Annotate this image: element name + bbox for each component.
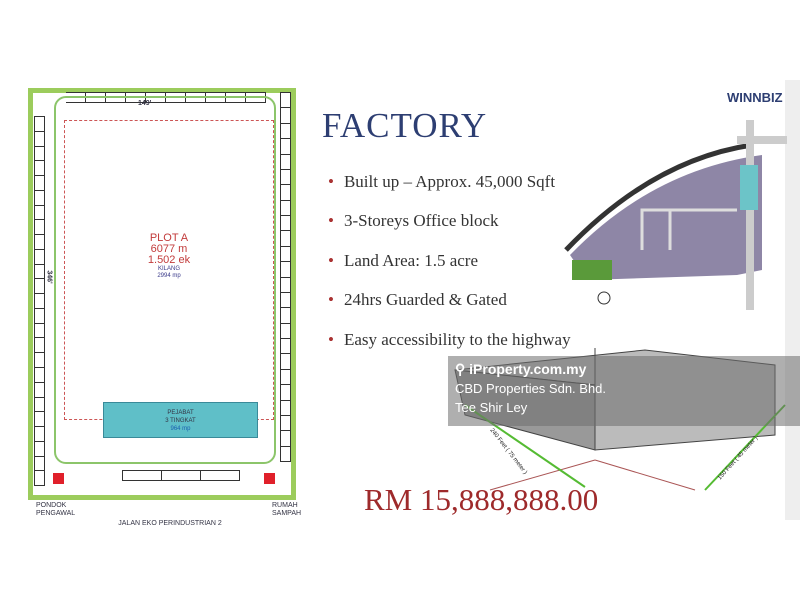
office-floors: 3 TINGKAT	[165, 418, 196, 424]
length-dimension: 346'	[45, 270, 53, 284]
guardhouse-marker	[53, 473, 64, 484]
guardhouse-label: PONDOK PENGAWAL	[36, 502, 76, 517]
township-map	[564, 120, 787, 310]
factory-building: PLOT A 6077 m 1.502 ek KILANG 2994 mp	[64, 120, 274, 420]
land-parcels	[570, 155, 762, 280]
bullet-item: •3-Storeys Office block	[328, 211, 499, 230]
bullet-item: •Easy accessibility to the highway	[328, 330, 571, 349]
location-pin-icon: ⚲	[455, 361, 466, 377]
plot-area-ek: 1.502 ek	[147, 254, 191, 266]
kilang-label: KILANG	[157, 266, 180, 272]
watermark-agent: Tee Shir Ley	[455, 400, 528, 415]
watermark: ⚲ iProperty.com.my CBD Properties Sdn. B…	[448, 356, 800, 426]
brand-logo: WINNBIZ	[727, 90, 783, 105]
width-dimension: 149'	[138, 100, 152, 107]
watermark-agency: CBD Properties Sdn. Bhd.	[455, 381, 607, 396]
office-block: PEJABAT 3 TINGKAT 964 mp	[103, 402, 258, 438]
refuse-label: RUMAH SAMPAH	[272, 502, 302, 517]
page-title: FACTORY	[322, 106, 488, 145]
parking-col-right	[280, 92, 291, 462]
office-label: PEJABAT	[167, 410, 194, 416]
refuse-marker	[264, 473, 275, 484]
office-area: 964 mp	[170, 426, 191, 432]
plot-area-m: 6077 m	[150, 243, 188, 255]
road	[564, 142, 753, 252]
driveway-loop	[54, 96, 276, 464]
dim-right: 150 Feet ( 45 meter )	[717, 435, 759, 481]
bullet-item: •24hrs Guarded & Gated	[328, 290, 507, 309]
lake	[740, 165, 758, 210]
road	[737, 120, 787, 310]
road-label: JALAN EKO PERINDUSTRIAN 2	[118, 520, 222, 527]
park	[572, 260, 612, 280]
kilang-area: 2994 mp	[157, 273, 181, 279]
parking-col-left	[34, 116, 45, 487]
compass-icon	[597, 291, 611, 305]
price: RM 15,888,888.00	[364, 482, 599, 517]
parking-row-bottom	[122, 470, 240, 481]
bullet-item: •Built up – Approx. 45,000 Sqft	[328, 172, 556, 191]
plot-title: PLOT A	[149, 232, 189, 244]
bullet-item: •Land Area: 1.5 acre	[328, 251, 478, 270]
watermark-site: ⚲ iProperty.com.my	[455, 361, 587, 377]
